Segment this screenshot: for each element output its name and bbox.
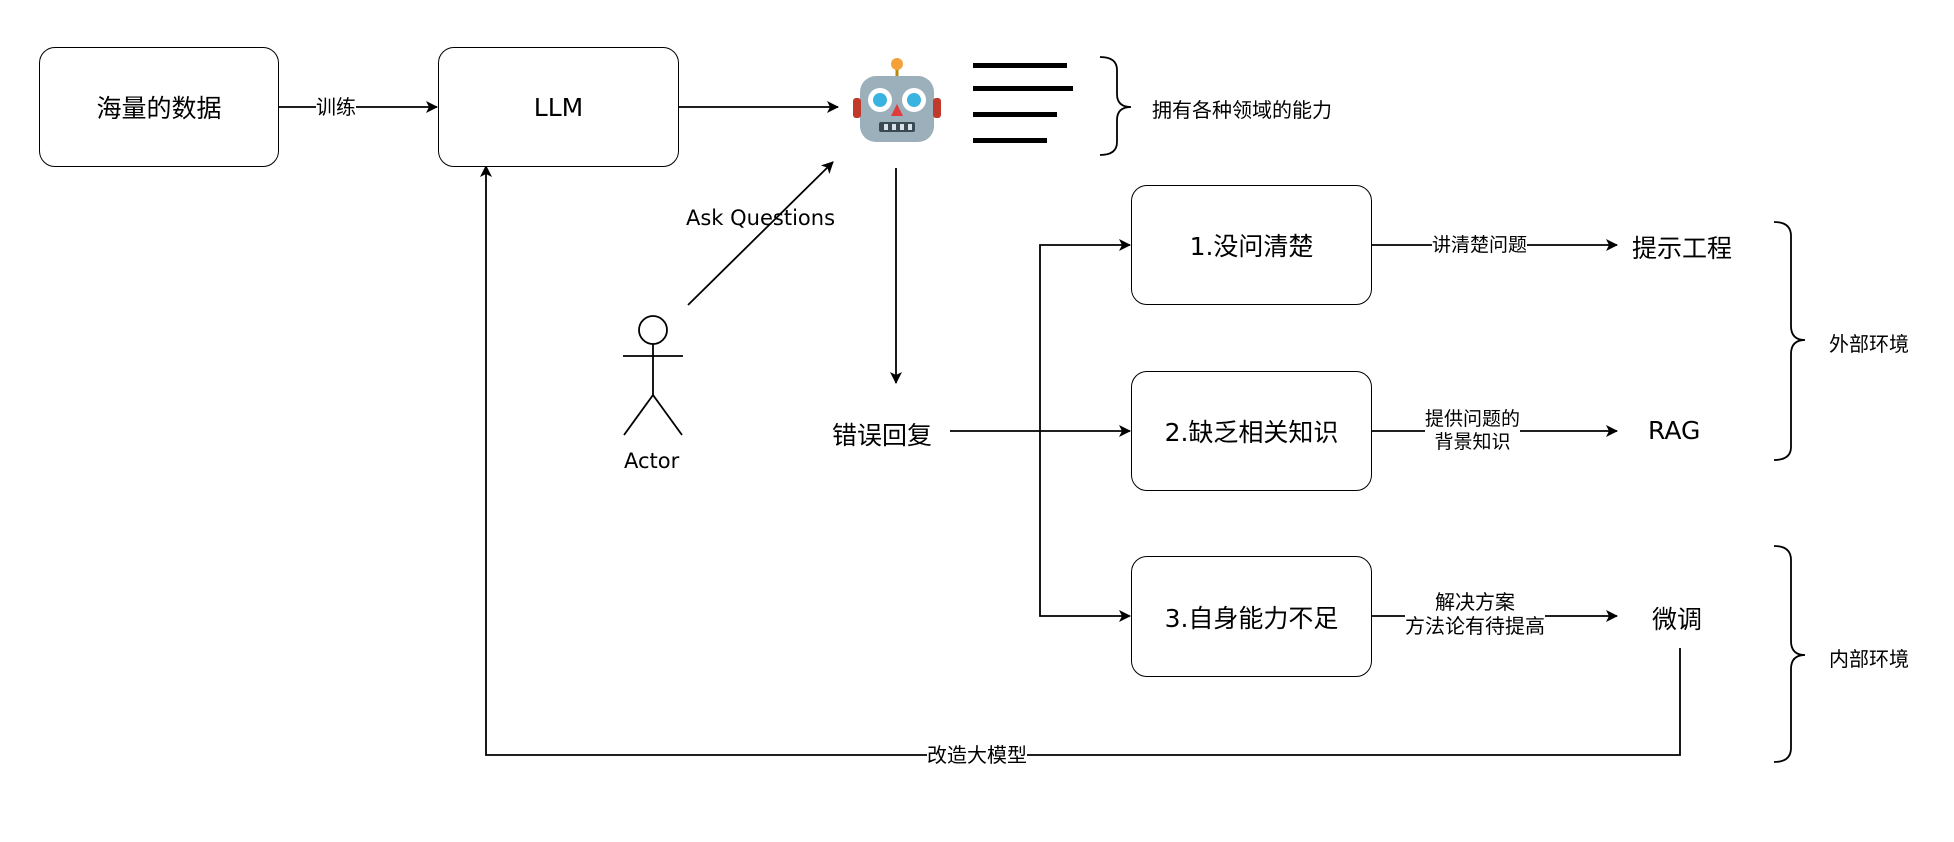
- reason3-box: 3.自身能力不足: [1131, 556, 1372, 677]
- result2-label: RAG: [1648, 416, 1701, 445]
- edge-ask-label: Ask Questions: [686, 206, 836, 230]
- robot-icon: [853, 58, 941, 142]
- edge-r2-label: 提供问题的 背景知识: [1425, 408, 1521, 454]
- actor-label: Actor: [624, 449, 680, 473]
- edge-r3-label-line2: 方法论有待提高: [1405, 614, 1545, 638]
- edge-wrong-r1: [1039, 239, 1131, 431]
- edge-train-label: 训练: [316, 95, 356, 119]
- brace-external: [1773, 221, 1806, 461]
- external-env-label: 外部环境: [1829, 332, 1909, 356]
- stick-figure-icon: [623, 315, 683, 436]
- data-box-label: 海量的数据: [96, 94, 222, 123]
- text-lines-icon: [973, 63, 1073, 143]
- wrong-reply-label: 错误回复: [832, 421, 933, 450]
- result1-label: 提示工程: [1632, 234, 1733, 263]
- brace-capability: [1099, 56, 1132, 156]
- brace-internal: [1773, 545, 1806, 763]
- edge-r3-label: 解决方案 方法论有待提高: [1405, 590, 1545, 638]
- edge-r3-label-line1: 解决方案: [1435, 590, 1515, 614]
- llm-box: LLM: [438, 47, 679, 167]
- reason3-label: 3.自身能力不足: [1164, 603, 1339, 633]
- llm-box-label: LLM: [533, 92, 584, 122]
- edge-improve: [480, 165, 1681, 756]
- data-box: 海量的数据: [39, 47, 279, 167]
- reason1-box: 1.没问清楚: [1131, 185, 1372, 305]
- edge-r2-label-line1: 提供问题的: [1425, 408, 1521, 430]
- reason2-label: 2.缺乏相关知识: [1164, 418, 1339, 447]
- reason2-box: 2.缺乏相关知识: [1131, 371, 1372, 491]
- capability-label: 拥有各种领域的能力: [1152, 98, 1332, 122]
- edge-ask: [687, 161, 834, 306]
- result3-label: 微调: [1652, 605, 1703, 634]
- edge-r2-label-line2: 背景知识: [1434, 431, 1511, 453]
- internal-env-label: 内部环境: [1829, 647, 1909, 671]
- reason1-label: 1.没问清楚: [1189, 232, 1314, 261]
- edge-r1-label: 讲清楚问题: [1432, 234, 1528, 257]
- edge-improve-label: 改造大模型: [927, 743, 1027, 767]
- edge-wrong-r3: [1039, 431, 1131, 622]
